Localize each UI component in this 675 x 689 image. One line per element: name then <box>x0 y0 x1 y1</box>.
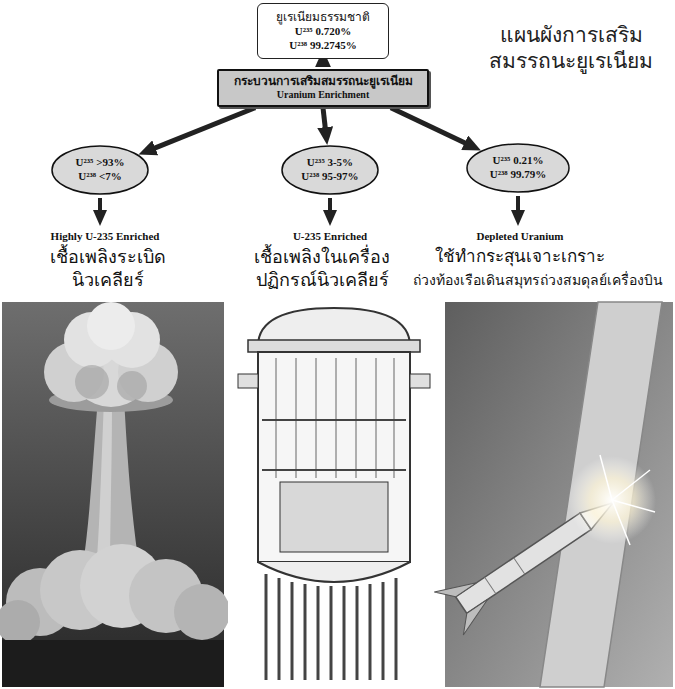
mushroom-cloud <box>0 302 230 687</box>
flow-arrow <box>391 108 472 146</box>
armor-piercing-round-part <box>540 302 662 687</box>
armor-piercing-round-part-part <box>434 570 476 606</box>
reactor-vessel-part <box>262 469 406 471</box>
process-box: กระบวนการเสริมสมรรถนะยูเรเนียมUranium En… <box>217 69 429 107</box>
flow-arrow <box>148 108 255 151</box>
reactor-vessel-part <box>291 582 294 680</box>
node-text: U²³⁸ <7% <box>78 170 121 184</box>
node-text: U²³⁸ 95-97% <box>301 170 358 184</box>
ellipse-outline <box>282 146 378 194</box>
armor-piercing-round-part-part <box>485 577 496 594</box>
armor-piercing-round <box>434 302 673 687</box>
flow-arrow <box>323 108 326 135</box>
ellipse-outline <box>467 144 569 192</box>
source-box: ยูเรเนียมธรรมชาติU²³⁵ 0.720%U²³⁸ 99.2745… <box>257 3 389 59</box>
reactor-vessel-part <box>248 340 420 352</box>
node-text: U²³⁸ 99.2745% <box>289 39 356 53</box>
mushroom-cloud-part <box>87 302 135 350</box>
reactor-vessel-part <box>278 578 281 680</box>
mushroom-cloud-part <box>75 365 109 399</box>
node-text: Uranium Enrichment <box>277 89 370 102</box>
mushroom-cloud-part <box>117 371 147 401</box>
reactor-vessel-part <box>280 482 388 552</box>
down-arrows-part <box>328 198 332 216</box>
reactor-vessel-part <box>316 358 317 478</box>
node-text: U²³⁵ 0.720% <box>295 25 351 39</box>
mushroom-cloud-part <box>0 600 40 644</box>
armor-piercing-round-part <box>600 455 612 500</box>
caption-text: เชื้อเพลิงในเครื่องปฏิกรณ์นิวเคลียร์ <box>226 246 418 291</box>
armor-piercing-round-part <box>612 500 630 545</box>
caption-text: ถ่วงท้องเรือเดินสมุทรถ่วงสมดุลย์เครื่องบ… <box>404 272 672 290</box>
reactor-vessel <box>228 302 440 687</box>
diagram-title: แผนผังการเสริมสมรรถนะยูเรเนียม <box>476 22 666 75</box>
node-text: U²³⁵ 0.21% <box>493 154 544 168</box>
product-ellipse: U²³⁵ 3-5%U²³⁸ 95-97% <box>281 145 379 195</box>
armor-piercing-round-part-part <box>514 558 525 575</box>
armor-piercing-round-part <box>612 470 650 500</box>
reactor-vessel-part <box>265 574 268 680</box>
caption-text: Highly U-235 Enriched <box>5 230 205 244</box>
reactor-vessel-part <box>395 578 398 680</box>
reactor-vessel-part <box>304 584 307 680</box>
reactor-vessel-part <box>258 352 410 562</box>
node-text: กระบวนการเสริมสมรรถนะยูเรเนียม <box>234 74 413 89</box>
reactor-vessel-part <box>376 358 377 478</box>
reactor-vessel-part <box>336 358 337 478</box>
product-ellipse: U²³⁵ 0.21%U²³⁸ 99.79% <box>466 143 570 193</box>
caption-text: เชื้อเพลิงระเบิดนิวเคลียร์ <box>20 246 195 291</box>
down-arrows-part <box>98 198 102 216</box>
reactor-vessel-part <box>258 562 410 582</box>
armor-piercing-round-part <box>445 302 673 687</box>
armor-piercing-round-part-part <box>454 599 496 635</box>
node-text: U²³⁵ >93% <box>76 156 125 170</box>
caption-text: ใช้ทำกระสุนเจาะเกราะ <box>410 246 630 267</box>
ellipse-outline <box>52 146 148 194</box>
armor-piercing-round-part <box>568 456 656 544</box>
caption-text: U-235 Enriched <box>230 230 430 244</box>
down-arrows <box>100 196 518 216</box>
reactor-vessel-part <box>410 374 430 388</box>
reactor-vessel-part <box>394 358 395 478</box>
reactor-vessel-part <box>382 582 385 680</box>
reactor-vessel-part <box>356 586 359 680</box>
reactor-vessel-part <box>343 586 346 680</box>
armor-piercing-round-part-part <box>456 513 592 613</box>
reactor-vessel-part <box>330 586 333 680</box>
reactor-vessel-part <box>296 358 297 478</box>
reactor-vessel-part <box>276 358 277 478</box>
down-arrows-part <box>516 196 520 216</box>
node-text: ยูเรเนียมธรรมชาติ <box>276 10 370 25</box>
mushroom-cloud-part <box>174 584 230 640</box>
caption-text: Depleted Uranium <box>420 230 620 244</box>
armor-piercing-round-part <box>612 500 655 512</box>
mushroom-cloud-part <box>2 640 224 687</box>
reactor-vessel-part <box>228 302 440 687</box>
reactor-vessel-part <box>238 374 258 388</box>
reactor-vessel-part <box>317 586 320 680</box>
node-text: U²³⁵ 3-5% <box>307 156 353 170</box>
node-text: U²³⁸ 99.79% <box>490 168 546 182</box>
reactor-vessel-part <box>262 419 406 421</box>
product-ellipse: U²³⁵ >93%U²³⁸ <7% <box>51 145 149 195</box>
reactor-vessel-part <box>356 358 357 478</box>
reactor-vessel-part <box>369 584 372 680</box>
